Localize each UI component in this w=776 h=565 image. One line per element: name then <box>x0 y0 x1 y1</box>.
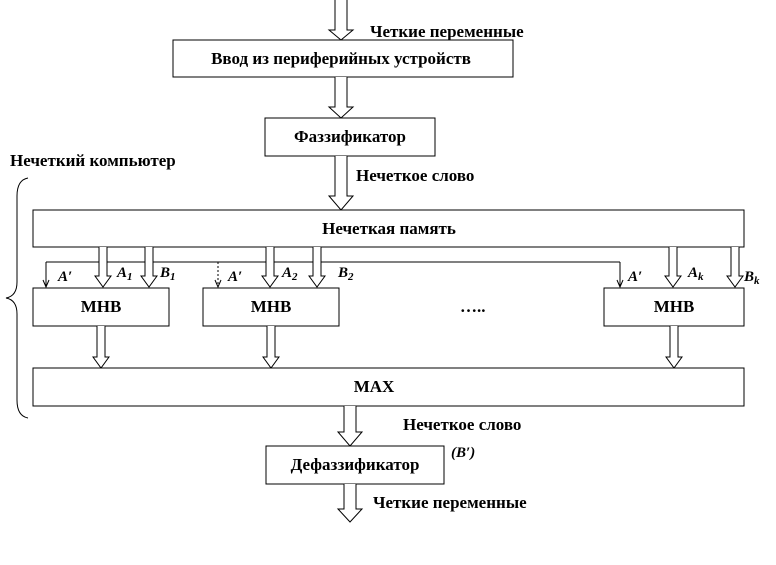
arrow-output <box>336 484 364 523</box>
arrow-b1 <box>140 247 158 288</box>
arrow-fuzzifier-memory <box>327 156 355 211</box>
mnv-box-1-text: МНВ <box>81 297 122 316</box>
symbol-a2-sub: 2 <box>291 271 298 283</box>
fuzzy-computer-brace <box>5 177 29 419</box>
memory-box <box>32 209 745 248</box>
symbol-a2: A2 <box>281 265 298 283</box>
symbol-b2-sub: 2 <box>347 271 354 283</box>
input-box-text: Ввод из периферийных устройств <box>211 49 471 68</box>
symbol-a1: A1 <box>116 265 133 283</box>
symbol-b2: B2 <box>337 265 354 283</box>
symbol-a-prime-1: A′ <box>57 269 72 285</box>
arrow-mnv3-max <box>665 326 683 369</box>
symbol-b1: B1 <box>159 265 176 283</box>
symbol-ak-sub: k <box>698 271 704 283</box>
symbol-a1-sub: 1 <box>127 271 133 283</box>
symbol-a1-base: A <box>116 265 127 281</box>
arrow-a2 <box>261 247 279 288</box>
label-b-prime: (B′) <box>451 445 475 461</box>
label-fuzzy-computer: Нечеткий компьютер <box>10 151 176 170</box>
input-box <box>172 39 514 78</box>
arrow-bk <box>726 247 744 288</box>
symbol-bk: Bk <box>743 269 760 287</box>
symbol-ak: Ak <box>687 265 704 283</box>
label-fuzzy-word-1: Нечеткое слово <box>356 166 474 185</box>
fuzzifier-box <box>264 117 436 157</box>
ellipsis: ….. <box>460 297 486 316</box>
symbol-ak-base: A <box>687 265 698 281</box>
mnv-box-3-text: МНВ <box>654 297 695 316</box>
symbol-b1-sub: 1 <box>170 271 176 283</box>
max-box <box>32 367 745 407</box>
symbol-a-prime-2: A′ <box>227 269 242 285</box>
arrow-mnv1-max <box>92 326 110 369</box>
label-crisp-in: Четкие переменные <box>370 22 524 41</box>
arrow-ak <box>664 247 682 288</box>
arrow-top <box>327 0 355 41</box>
memory-box-text: Нечеткая память <box>322 219 456 238</box>
a-prime-arrow-2-head <box>214 279 222 289</box>
arrow-input-fuzzifier <box>327 77 355 119</box>
arrow-mnv2-max <box>262 326 280 369</box>
symbol-bk-sub: k <box>754 275 760 287</box>
defuzzifier-box <box>265 445 445 485</box>
label-crisp-out: Четкие переменные <box>373 493 527 512</box>
symbol-b1-base: B <box>159 265 170 281</box>
symbol-a-prime-3: A′ <box>627 269 642 285</box>
fuzzifier-box-text: Фаззификатор <box>294 127 406 146</box>
symbol-b2-base: B <box>337 265 348 281</box>
arrow-a1 <box>94 247 112 288</box>
arrow-max-defuzzifier <box>336 406 364 447</box>
max-box-text: MAX <box>354 377 395 396</box>
a-prime-arrow-1 <box>42 262 50 289</box>
symbol-a2-base: A <box>281 265 292 281</box>
mnv-box-2-text: МНВ <box>251 297 292 316</box>
defuzzifier-box-text: Дефаззификатор <box>291 455 420 474</box>
a-prime-arrow-3 <box>616 262 624 289</box>
label-fuzzy-word-2: Нечеткое слово <box>403 415 521 434</box>
arrow-b2 <box>308 247 326 288</box>
symbol-bk-base: B <box>743 269 754 285</box>
